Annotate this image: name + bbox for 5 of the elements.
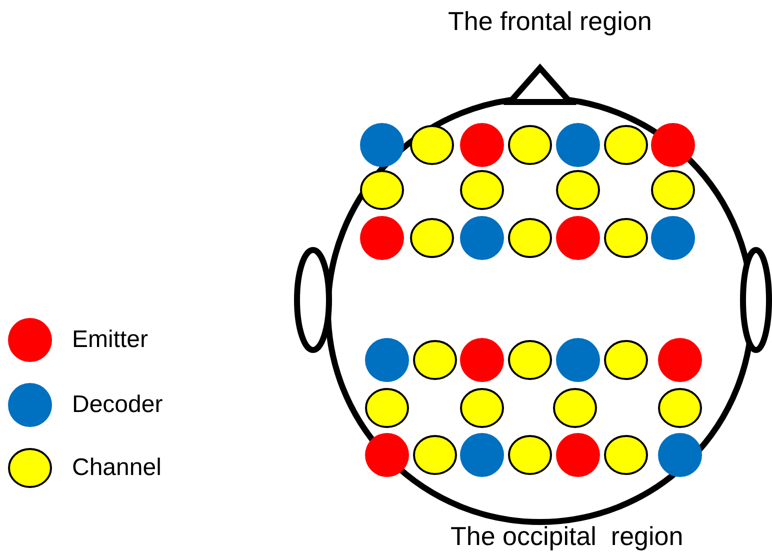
legend-label: Emitter xyxy=(72,326,148,354)
legend-label: Decoder xyxy=(72,391,163,419)
region-label: The frontal region xyxy=(448,6,652,36)
region-label: The occipital region xyxy=(450,521,684,551)
legend-label: Channel xyxy=(72,454,162,482)
